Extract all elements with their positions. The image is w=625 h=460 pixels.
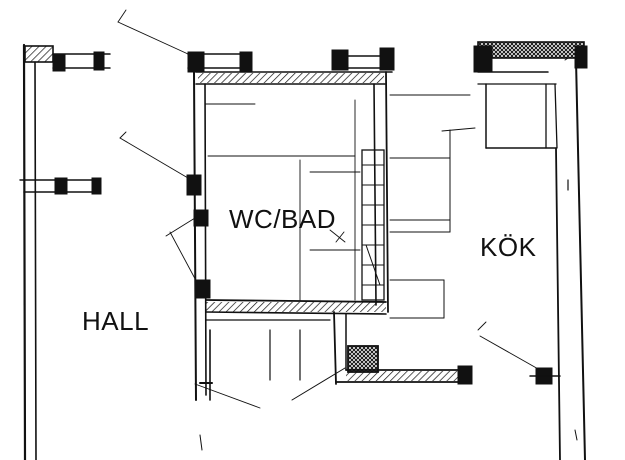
room-label-wc-bad: WC/BAD <box>229 204 336 234</box>
wall-kok-south <box>333 311 473 385</box>
wall-kok <box>473 41 588 460</box>
wall-hall-window <box>19 177 102 195</box>
wall-wcbad <box>186 47 395 401</box>
pencil-marks <box>23 57 578 441</box>
room-label-kok: KÖK <box>480 232 537 262</box>
room-label-hall: HALL <box>82 306 150 336</box>
kitchen-counter <box>389 94 476 319</box>
wc-guide-lines <box>204 99 361 301</box>
wc-shelves <box>361 149 385 301</box>
wall-hall-south <box>194 319 346 451</box>
door-swings <box>117 9 541 371</box>
wall-hall-west <box>22 43 37 460</box>
wall-top-left <box>24 45 251 72</box>
